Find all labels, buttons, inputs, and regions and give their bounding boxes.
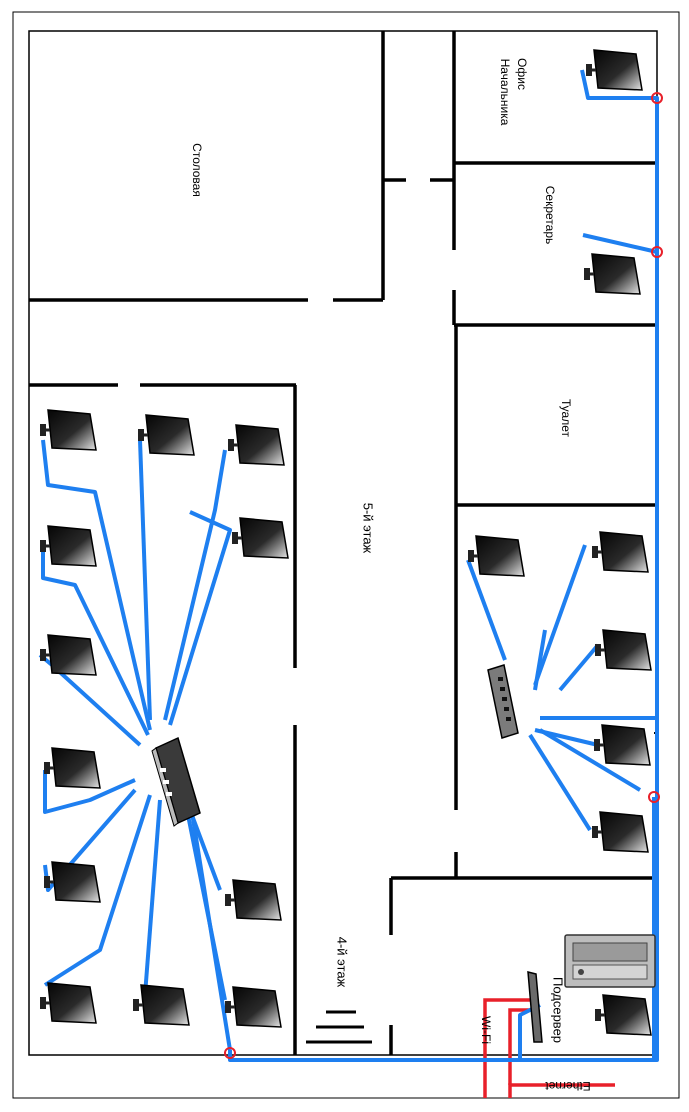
- room-label-secretary: Секретарь: [543, 185, 557, 245]
- router-icon: [527, 971, 543, 1043]
- room-label-director-line1: Офис: [515, 58, 529, 90]
- stairs: [306, 1010, 372, 1044]
- right-switch-icon: [487, 664, 519, 739]
- junctions: [224, 92, 663, 1059]
- monitor-icon: [38, 524, 98, 568]
- room-label-server: Подсервер: [550, 976, 566, 1044]
- director-monitor-icon: [584, 48, 644, 92]
- monitor-icon: [223, 985, 283, 1029]
- monitor-icon: [593, 993, 653, 1037]
- monitor-icon: [136, 413, 196, 457]
- network-cables: [38, 69, 659, 1062]
- monitor-icon: [223, 878, 283, 922]
- room-label-director-line2: Начальника: [498, 58, 512, 126]
- monitor-icon: [590, 810, 650, 854]
- monitor-icon: [131, 983, 191, 1027]
- monitor-icon: [230, 516, 290, 560]
- monitor-icon: [590, 530, 650, 574]
- monitor-icon: [42, 860, 102, 904]
- stairs-label: 4-й этаж: [334, 936, 350, 988]
- monitor-icon: [38, 408, 98, 452]
- room-label-canteen: Столовая: [190, 143, 204, 197]
- monitor-icon: [38, 633, 98, 677]
- corridor-label: 5-й этаж: [360, 502, 376, 554]
- monitor-icon: [593, 628, 653, 672]
- ethernet-label: Ethernet: [545, 1079, 591, 1093]
- server-icon: [564, 934, 656, 988]
- monitor-icon: [42, 746, 102, 790]
- left-switch-icon: [151, 736, 201, 827]
- outer-border: [12, 11, 680, 1099]
- walls: [29, 31, 657, 1055]
- wifi-label: Wi-Fi: [479, 1016, 493, 1044]
- monitor-icon: [592, 723, 652, 767]
- room-label-toilet: Туалет: [559, 399, 573, 437]
- monitor-icon: [38, 981, 98, 1025]
- monitor-icon: [226, 423, 286, 467]
- secretary-monitor-icon: [582, 252, 642, 296]
- monitor-icon: [466, 534, 526, 578]
- building-outline: [28, 30, 658, 1056]
